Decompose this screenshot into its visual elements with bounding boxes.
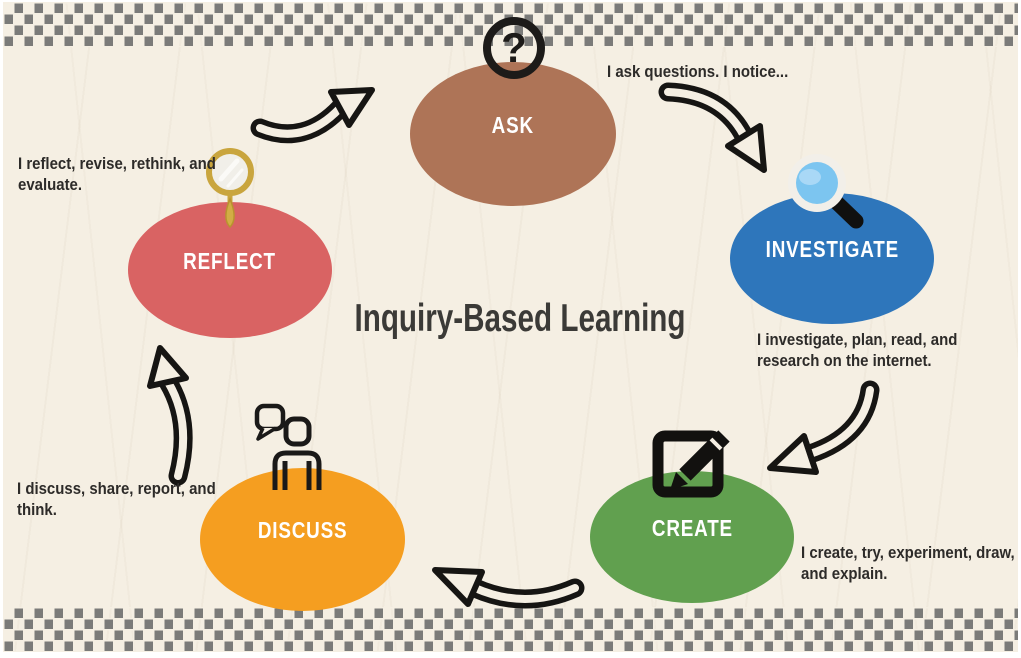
- node-create-label: CREATE: [651, 514, 733, 541]
- node-ask-label: ASK: [491, 111, 535, 138]
- node-discuss: DISCUSS: [200, 468, 405, 611]
- node-investigate-label: INVESTIGATE: [765, 236, 899, 262]
- arrow-reflect-to-ask-icon: [246, 58, 386, 144]
- arrow-discuss-to-reflect-icon: [126, 338, 211, 486]
- diagram-title: Inquiry-Based Learning: [354, 297, 686, 340]
- annotation-reflect: I reflect, revise, rethink, and evaluate…: [18, 154, 216, 194]
- node-create: CREATE: [590, 471, 794, 603]
- bottom-dotted-border: [3, 607, 1018, 652]
- arrow-investigate-to-create-icon: [752, 374, 887, 479]
- node-investigate: INVESTIGATE: [730, 193, 934, 324]
- annotation-ask: I ask questions. I notice...: [607, 62, 789, 81]
- node-reflect-label: REFLECT: [183, 247, 277, 274]
- node-ask: ASK: [410, 62, 616, 206]
- question-circle-icon: ?: [479, 13, 549, 83]
- edit-pencil-square-icon: [648, 424, 733, 504]
- svg-text:?: ?: [501, 24, 527, 71]
- hand-mirror-icon: [203, 147, 267, 247]
- arrow-ask-to-investigate-icon: [650, 78, 780, 183]
- magnifying-glass-icon: [780, 150, 870, 235]
- annotation-discuss: I discuss, share, report, and think.: [17, 479, 216, 519]
- arrow-create-to-discuss-icon: [413, 546, 588, 616]
- annotation-investigate: I investigate, plan, read, and research …: [757, 330, 958, 370]
- node-discuss-label: DISCUSS: [257, 517, 348, 543]
- person-speech-bubble-icon: [250, 398, 370, 493]
- annotation-create: I create, try, experiment, draw, and exp…: [801, 543, 1015, 583]
